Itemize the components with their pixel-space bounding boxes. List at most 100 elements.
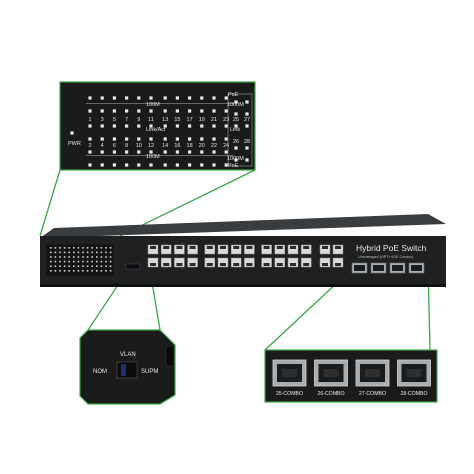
chassis-led [50,270,52,272]
chassis-led-dots [50,247,112,272]
sfp-label: 26-COMBO [317,391,344,397]
chassis-led [59,270,61,272]
chassis-led [105,265,107,267]
led-dot [100,163,104,167]
nom-label: NOM [93,369,107,375]
rj45-port [187,244,198,255]
rj45-port [147,257,159,268]
led-dot [149,163,153,167]
port-number: 18 [187,143,193,149]
port-number: 16 [174,143,180,149]
led-dot [234,124,238,128]
sfp-cage-inner [323,369,339,377]
chassis-led [100,251,103,254]
rj45-port [217,244,229,255]
led-dot [149,137,153,141]
chassis-led [91,270,93,272]
port-number: 12 [148,143,154,149]
chassis-led [91,247,93,249]
chassis-led [82,270,84,272]
rj45-port-opening [303,263,310,266]
rj45-port [319,257,331,268]
port-number: 22 [211,143,217,149]
chassis-led [105,256,107,258]
led-label-1000m-bottom: 1000M [227,156,244,162]
led-dot [100,96,104,100]
rj45-port-opening [322,246,328,249]
led-panel-zoom: PoE 100M 1000M Link/Act Link PWR 100M 10… [59,81,256,171]
chassis-led [100,265,103,267]
rj45-port [300,257,312,268]
led-label-pwr: PWR [68,141,81,147]
chassis-led [96,260,98,263]
led-dot [200,124,204,128]
chassis-led [63,260,66,263]
rj45-port-opening [290,263,296,266]
rj45-port [300,244,312,255]
rj45-port [332,244,344,255]
port-number: 8 [125,143,128,149]
chassis-led [91,256,93,258]
rj45-port-opening [220,246,226,249]
led-dot [88,124,92,128]
rj45-port [244,257,255,268]
rj45-port [147,244,159,255]
rj45-port [174,257,185,268]
rj45-port [261,257,272,268]
chassis-led [77,270,80,272]
chassis-led [86,265,89,267]
rj45-port-opening [263,246,270,249]
led-dot [212,163,216,167]
rj45-port-bank [147,244,312,268]
led-dot [137,124,141,128]
rj45-port-opening [163,263,170,266]
sfp-ports-large [272,359,431,387]
rj45-port-opening [206,246,213,249]
chassis-led-area [46,244,114,276]
chassis-led [105,270,107,272]
chassis-led [86,270,89,272]
sfp-label: 27-COMBO [359,391,386,397]
port-number: 11 [148,117,154,123]
port-number: 7 [125,117,128,123]
rj45-port-opening [163,246,170,249]
port-number: 23 [223,117,229,123]
led-dot [137,137,141,141]
led-dot [224,96,228,100]
chassis-led [109,270,112,272]
chassis-led [100,256,103,258]
chassis-led [59,256,61,258]
led-dot [200,96,204,100]
chassis-led [68,265,70,267]
port-number: 5 [113,117,116,123]
rj45-port-opening [206,263,213,266]
chassis-led [50,260,52,263]
chassis-led [77,260,80,263]
port-number: 1 [88,117,91,123]
chassis-led [82,260,84,263]
led-dot [245,112,249,116]
combo-led-frame [227,93,253,167]
led-dot [125,150,129,154]
chassis-led [73,251,75,254]
port-number: 13 [162,117,168,123]
rj45-port-opening [189,263,196,266]
rj45-port [274,244,286,255]
sfp-cage-inner [406,369,422,377]
led-dot [224,150,228,154]
switch-chassis: Hybrid PoE Switch Unmanaged (HPT+4GE Com… [40,214,446,287]
led-dot [149,109,153,113]
chassis-led [59,247,61,249]
led-label-1000m-top: 1000M [227,102,244,108]
chassis-led [82,247,84,249]
led-dot [112,124,116,128]
vlan-label: VLAN [120,352,136,358]
led-dot [149,96,153,100]
led-dot [234,112,238,116]
chassis-led [63,256,66,258]
rj45-port-opening [189,246,196,249]
rj45-port [287,257,299,268]
led-dot [212,137,216,141]
chassis-led [91,251,93,254]
